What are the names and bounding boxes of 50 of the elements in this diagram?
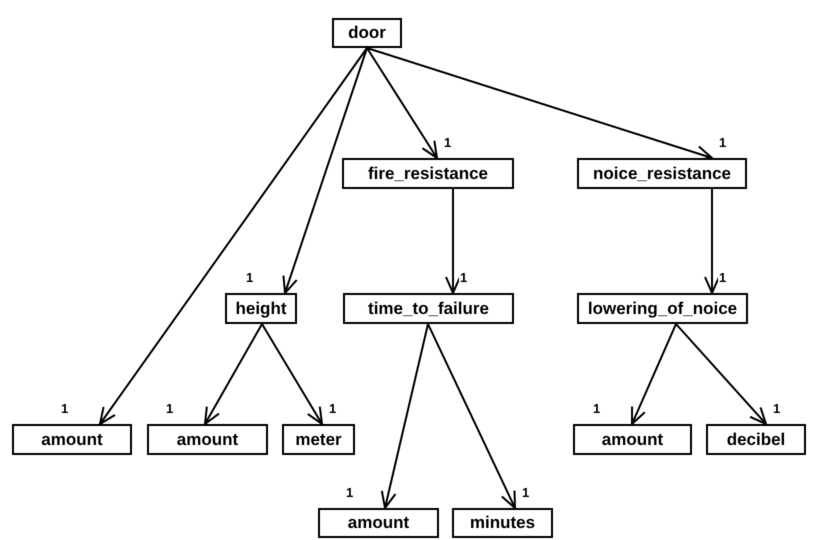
arrow: [366, 47, 713, 161]
entity-name: amount: [176, 430, 238, 450]
entity-box: [577, 158, 747, 189]
entity-name: amount: [602, 430, 664, 450]
entity-name: lowering_of_noice: [588, 298, 738, 318]
arrow: [261, 323, 323, 425]
entity-box: [332, 18, 402, 48]
arrow: [99, 47, 368, 425]
edge-label: 1: [328, 402, 338, 416]
entity-name: amount: [41, 430, 103, 450]
edge-label: 1: [345, 486, 354, 500]
entity-name: decibel: [726, 430, 786, 450]
entity-name: amount: [348, 513, 410, 533]
edge-label: 1: [459, 271, 468, 285]
entity-box: [147, 424, 268, 455]
entity-box: [452, 508, 553, 538]
edge-label: 1: [521, 486, 530, 500]
entity-name: door: [348, 23, 386, 43]
edge-label: 1: [245, 271, 254, 285]
entity-name: time_to_failure: [368, 298, 489, 318]
arrow: [445, 189, 461, 294]
arrow: [704, 189, 720, 294]
entity-box: [12, 424, 132, 455]
arrow: [204, 324, 263, 425]
arrow: [631, 324, 677, 425]
edge-label: 1: [443, 136, 452, 150]
edge-label: 1: [772, 402, 782, 416]
entity-box: [573, 424, 692, 455]
edge-label: 1: [60, 402, 70, 416]
edge-label: 1: [718, 136, 728, 150]
entity-box: [318, 508, 439, 538]
entity-box: [282, 424, 355, 455]
edge-label: 1: [165, 402, 174, 416]
edge-label: 1: [592, 402, 602, 416]
entity-name: meter: [295, 430, 342, 450]
entity-name: minutes: [470, 513, 536, 533]
arrow: [366, 47, 438, 159]
arrow: [282, 48, 368, 294]
entity-box: [342, 158, 514, 189]
entity-name: height: [236, 298, 286, 318]
arrow: [427, 324, 516, 509]
arrow: [675, 323, 767, 425]
entity-box: [577, 293, 748, 324]
entity-box: [225, 293, 297, 324]
arrow: [380, 324, 429, 509]
entity-box: [706, 424, 806, 455]
edge-label: 1: [718, 271, 728, 285]
entity-name: fire_resistance: [368, 164, 488, 184]
entity-name: noice_resistance: [593, 164, 731, 184]
entity-box: [343, 293, 514, 324]
